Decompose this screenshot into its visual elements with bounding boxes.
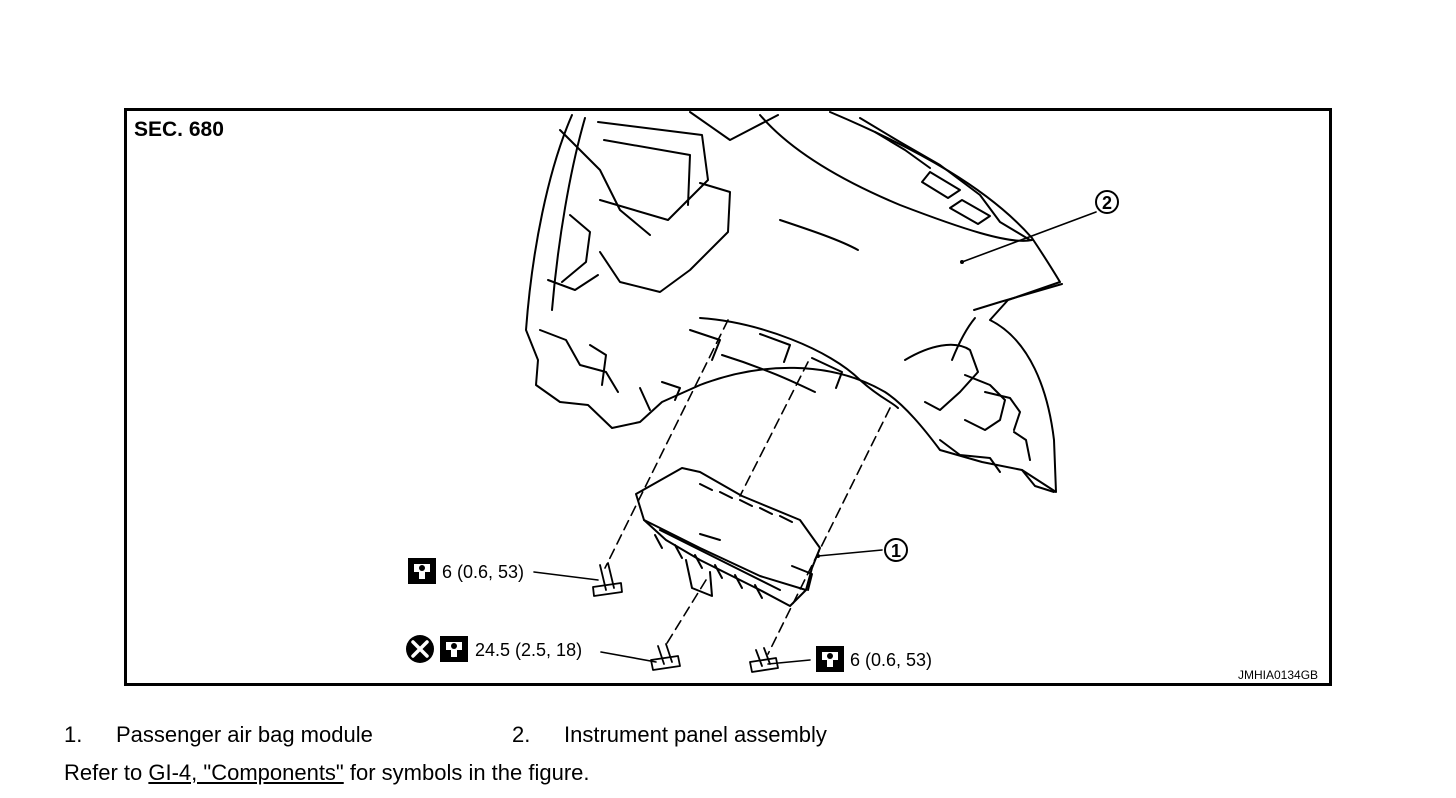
svg-text:1: 1 xyxy=(891,541,901,561)
figure-frame xyxy=(124,108,1332,686)
callout-1: 1 xyxy=(884,538,908,562)
torque-spec-upper-left: 6 (0.6, 53) xyxy=(442,562,525,582)
figure-code: JMHIA0134GB xyxy=(1238,668,1319,682)
torque-wrench-icon xyxy=(440,636,468,662)
reference-prefix: Refer to xyxy=(64,760,149,785)
bolt-bottom-right xyxy=(749,647,779,673)
legend-number: 2. xyxy=(512,722,531,747)
section-label: SEC. 680 xyxy=(134,118,224,141)
bolt-bottom-center xyxy=(650,643,681,671)
airbag-module-drawing xyxy=(635,467,821,607)
svg-text:2: 2 xyxy=(1102,193,1112,213)
always-replace-icon xyxy=(406,635,434,663)
callout-2: 2 xyxy=(1095,190,1119,214)
instrument-panel-drawing xyxy=(525,111,1063,493)
legend-item-1: 1. Passenger air bag module xyxy=(64,722,373,748)
legend-number: 1. xyxy=(64,722,83,747)
torque-wrench-icon xyxy=(816,646,844,672)
reference-note: Refer to GI-4, "Components" for symbols … xyxy=(64,760,590,786)
bolt-upper-left xyxy=(592,562,623,597)
legend-label: Instrument panel assembly xyxy=(564,722,827,747)
reference-suffix: for symbols in the figure. xyxy=(343,760,590,785)
torque-spec-bottom-right: 6 (0.6, 53) xyxy=(850,650,933,670)
legend-item-2: 2. Instrument panel assembly xyxy=(512,722,827,748)
legend-label: Passenger air bag module xyxy=(116,722,373,747)
components-link[interactable]: GI-4, "Components" xyxy=(148,760,344,785)
torque-spec-bottom-center: 24.5 (2.5, 18) xyxy=(475,640,583,660)
torque-wrench-icon xyxy=(408,558,436,584)
